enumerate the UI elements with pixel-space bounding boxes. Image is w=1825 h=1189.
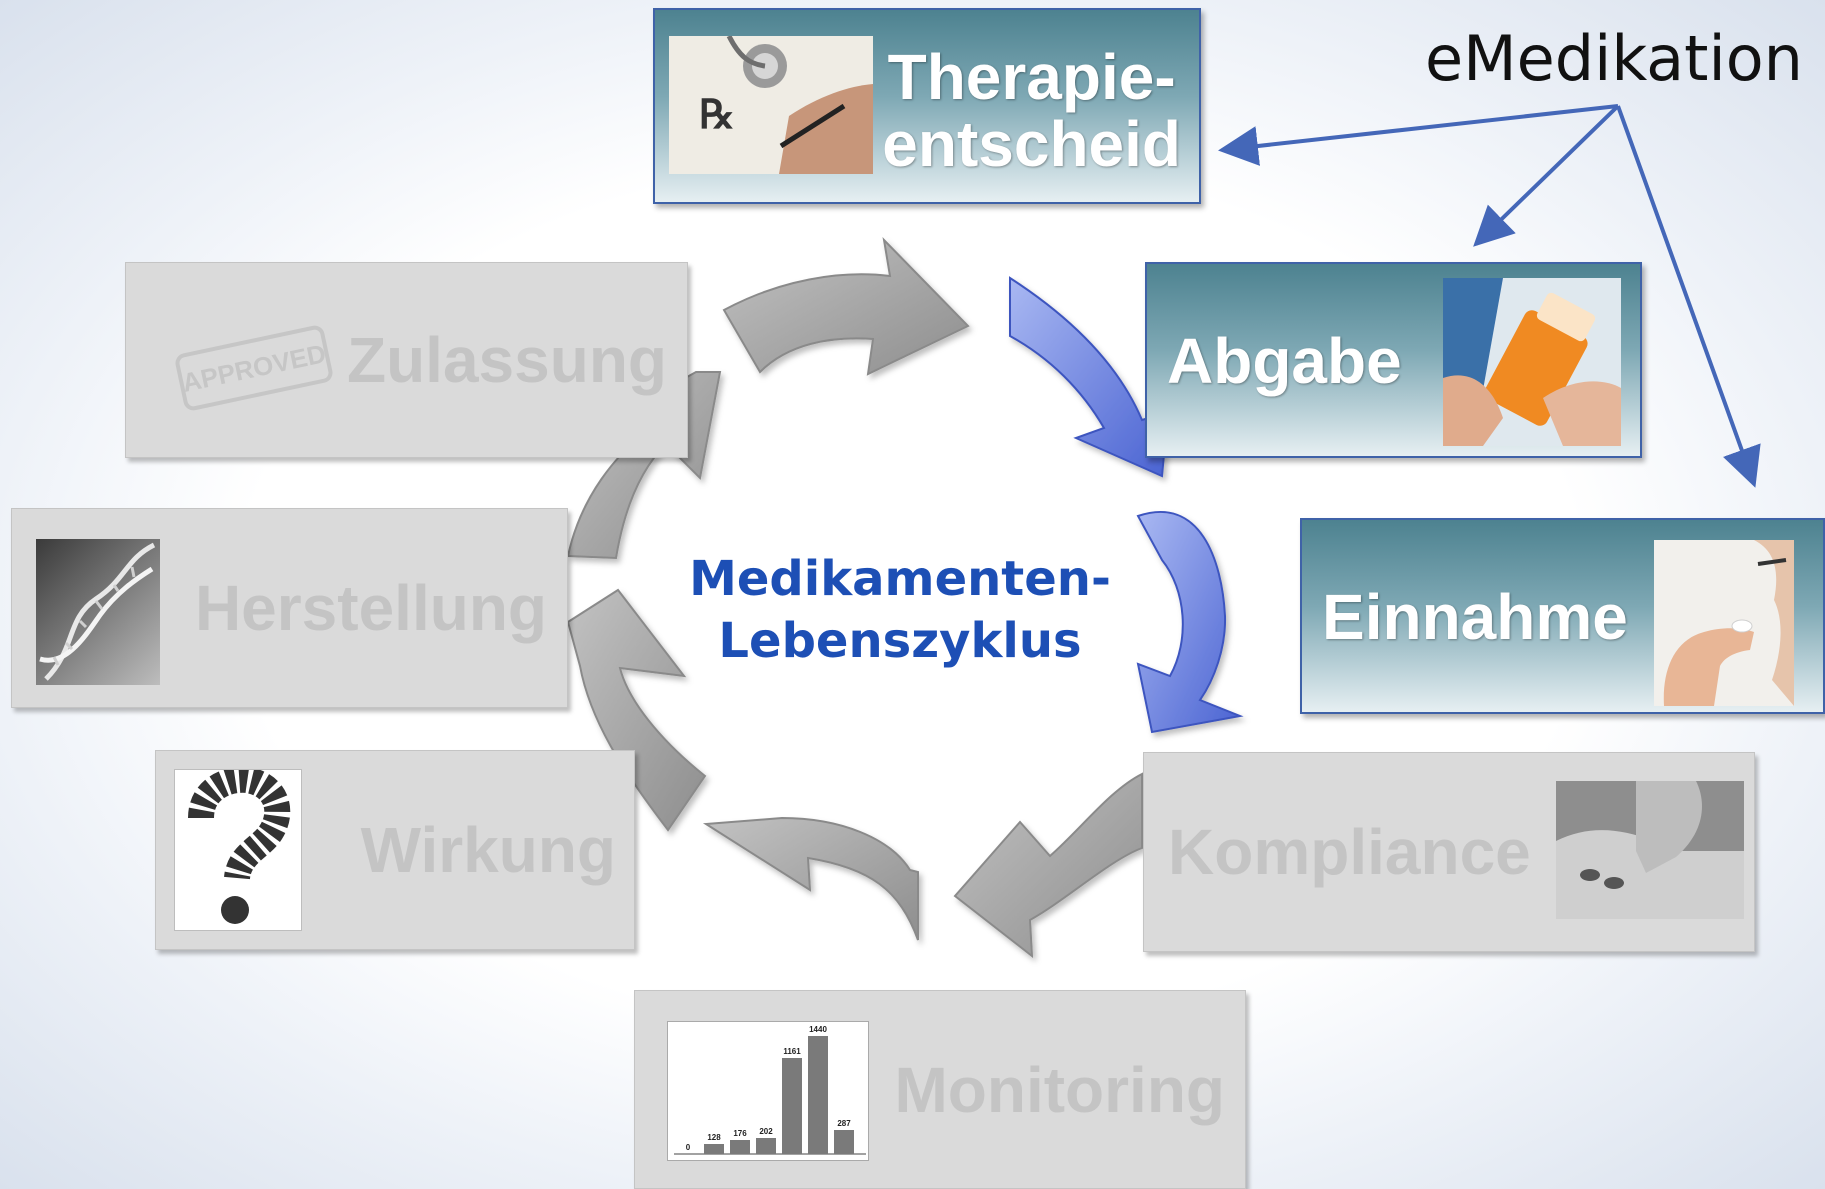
mini-bar [782,1058,802,1154]
cycle-arrow-4 [953,772,1143,959]
monitoring-mini-chart: 0 128 176 202 1161 1440 287 [674,1025,866,1155]
mini-bar-label: 1440 [809,1025,827,1034]
cycle-arrow-1 [722,237,970,376]
step-label-therapie-1: Therapie- [887,41,1176,113]
emed-arrow-therapie [1218,104,1619,166]
taking-pill-image [1654,540,1794,706]
step-label-therapie-2: entscheid [882,108,1181,181]
emed-arrow-einnahme [1616,105,1761,488]
mini-bar-label: 0 [686,1143,691,1152]
prescription-icon: ℞ [669,36,873,174]
step-label-zulassung: Zulassung [346,324,667,396]
step-abgabe: Abgabe [1145,262,1642,458]
step-label-kompliance: Kompliance [1168,816,1531,888]
svg-text:℞: ℞ [699,92,735,137]
mini-bar-label: 176 [733,1129,747,1138]
mini-bar [704,1144,724,1154]
cycle-arrow-3 [1136,510,1244,734]
step-label-einnahme: Einnahme [1322,581,1628,653]
center-title-line-1: Medikamenten- [689,551,1111,607]
mini-bar-label: 1161 [783,1047,801,1056]
question-molecule-image [174,769,302,931]
approved-stamp-text: APPROVED [179,337,329,398]
prescription-image: ℞ [669,36,873,174]
dna-image [36,539,160,685]
question-mark-icon [188,770,291,924]
center-title-line-2: Lebenszyklus [718,613,1082,670]
monitoring-chart-image: 0 128 176 202 1161 1440 287 [667,1021,869,1161]
step-herstellung: Herstellung [11,508,568,708]
mini-bar [756,1138,776,1154]
mini-bar [834,1130,854,1154]
emed-arrow-abgabe [1473,104,1620,247]
mini-bar-label: 128 [707,1133,721,1142]
emedikation-arrows [1218,104,1761,488]
step-label-abgabe: Abgabe [1167,325,1402,397]
emedikation-label: eMedikation [1425,22,1803,95]
step-therapieentscheid: ℞ Therapie- entscheid [653,8,1201,204]
center-title: Medikamenten- Lebenszyklus [640,548,1160,673]
approved-stamp: APPROVED [173,323,335,413]
step-zulassung: APPROVED Zulassung [125,262,688,458]
step-label-herstellung: Herstellung [194,572,547,644]
pill-bottle-icon [1443,278,1621,446]
step-einnahme: Einnahme [1300,518,1825,714]
step-label-monitoring: Monitoring [894,1054,1225,1126]
pill-bottle-image [1443,278,1621,446]
mini-bar-label: 202 [759,1127,773,1136]
step-wirkung: Wirkung [155,750,635,950]
mini-bar-label: 287 [837,1119,851,1128]
step-monitoring: 0 128 176 202 1161 1440 287 Monitoring [634,990,1246,1189]
mini-bar [730,1140,750,1154]
step-label-wirkung: Wirkung [360,814,616,886]
dna-icon [39,542,156,681]
pill-box-icon [1556,781,1744,919]
taking-pill-icon [1654,540,1794,706]
mini-bar [808,1036,828,1154]
step-kompliance: Kompliance [1143,752,1755,952]
cycle-arrow-5 [702,816,919,941]
pill-box-image [1556,781,1744,919]
